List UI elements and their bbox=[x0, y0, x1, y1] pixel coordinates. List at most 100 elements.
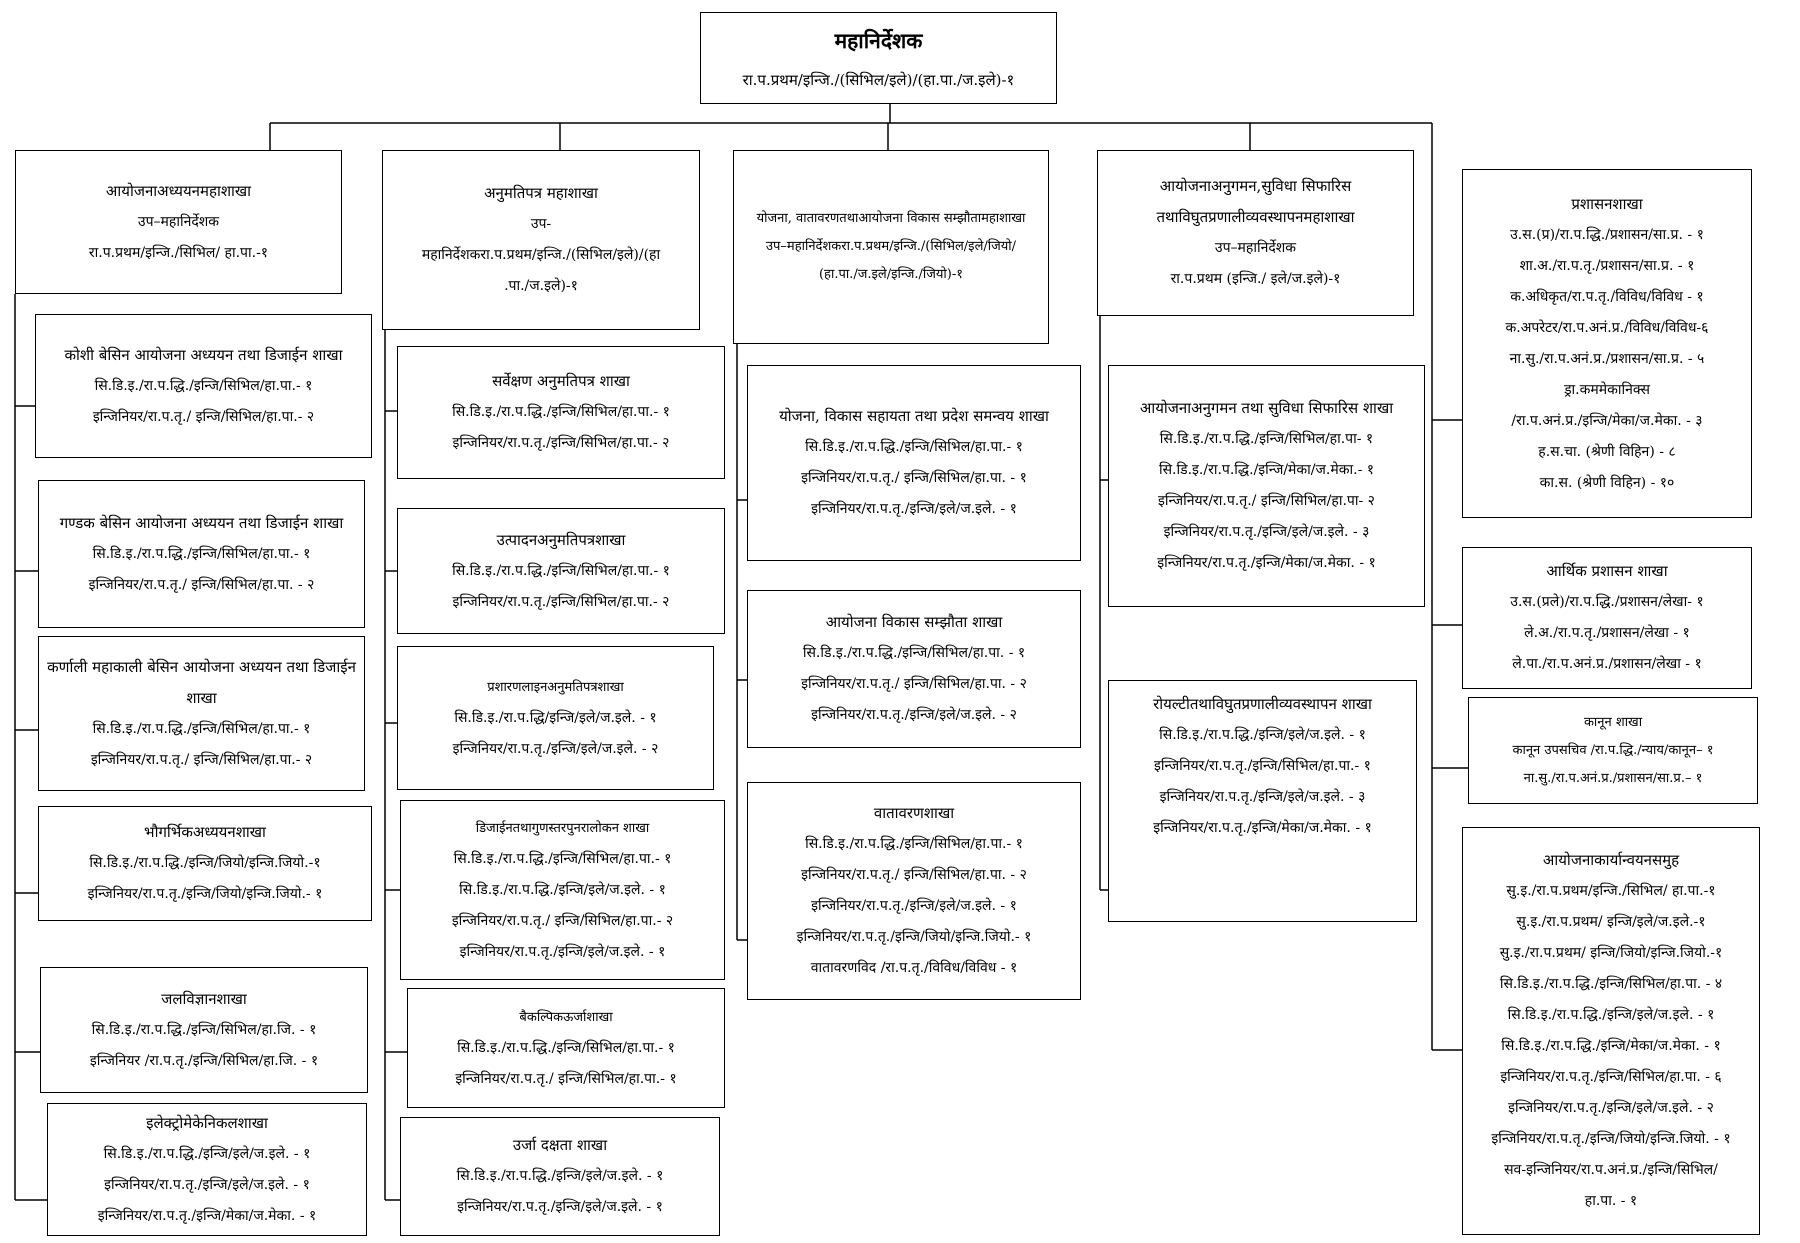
branch-line: उ.स.(प्र)/रा.प.द्धि./प्रशासन/सा.प्र. - १ bbox=[1510, 226, 1704, 243]
branch-line: सु.इ./रा.प.प्रथम/ इन्जि/इले/ज.इले.-१ bbox=[1516, 914, 1706, 930]
branch-line: सि.डि.इ./रा.प.द्धि./इन्जि/सिभिल/हा.पा- १ bbox=[1159, 431, 1374, 447]
branch-title: कोशी बेसिन आयोजना अध्ययन तथा डिजाईन शाखा bbox=[64, 345, 343, 364]
branch-line: ना.सु./रा.प.अनं.प्र./प्रशासन/सा.प्र. - ५ bbox=[1509, 350, 1705, 367]
branch-title: प्रशासनशाखा bbox=[1571, 194, 1643, 213]
branch-line: इन्जिनियर/रा.प.तृ./इन्जि/इले/ज.इले. - १ bbox=[459, 943, 666, 960]
branch-line: इन्जिनियर/रा.प.तृ./इन्जि/सिभिल/हा.पा.- १ bbox=[1154, 758, 1371, 774]
director-line: रा.प.प्रथम/इन्जि./(सिभिल/इले)/(हा.पा./ज.… bbox=[742, 71, 1015, 89]
branch-line: क.अधिकृत/रा.प.तृ./विविध/विविध - १ bbox=[1510, 288, 1704, 305]
division-title: अनुमतिपत्र महाशाखा bbox=[484, 184, 598, 202]
branch-line: सि.डि.इ./रा.प.द्धि./इन्जि/इले/ज.इले. - १ bbox=[459, 881, 666, 898]
branch-line: इन्जिनियर/रा.प.तृ./इन्जि/सिभिल/हा.पा. - … bbox=[1500, 1069, 1722, 1085]
branch-line: सि.डि.इ./रा.प.द्धि./इन्जि/जियो/इन्जि.जिय… bbox=[89, 855, 321, 871]
branch-line: सि.डि.इ./रा.प.द्धि./इन्जि/इले/ज.इले. - १ bbox=[456, 1168, 664, 1184]
branch-line: इन्जिनियर/रा.प.तृ./ इन्जि/सिभिल/हा.पा. -… bbox=[801, 470, 1027, 486]
branch-title: उर्जा दक्षता शाखा bbox=[512, 1136, 608, 1154]
branch-line: शा.अ./रा.प.तृ./प्रशासन/सा.प्र. - १ bbox=[1519, 257, 1695, 274]
branch-box: रोयल्टीतथाविघुतप्रणालीव्यवस्थापन शाखा सि… bbox=[1108, 680, 1417, 922]
branch-line: क.अपरेटर/रा.प.अनं.प्र./विविध/विविध-६ bbox=[1505, 319, 1709, 336]
branch-line: वातावरणविद /रा.प.तृ./विविध/विविध - १ bbox=[810, 960, 1018, 976]
branch-title: आयोजनाकार्यान्वयनसमुह bbox=[1542, 851, 1680, 869]
branch-box: आयोजनाअनुगमन तथा सुविधा सिफारिस शाखा सि.… bbox=[1108, 365, 1425, 607]
branch-box: आयोजना विकास सम्झौता शाखा सि.डि.इ./रा.प.… bbox=[747, 590, 1081, 748]
division-line: उप–महानिर्देशक bbox=[1214, 240, 1297, 256]
branch-line: इन्जिनियर/रा.प.तृ./ इन्जि/सिभिल/हा.पा. -… bbox=[88, 576, 315, 593]
division-box: आयोजनाअनुगमन,सुविधा सिफारिस तथाविघुतप्रण… bbox=[1097, 150, 1414, 316]
branch-line: इन्जिनियर/रा.प.तृ./ इन्जि/सिभिल/हा.पा.- … bbox=[92, 408, 315, 425]
branch-line: सि.डि.इ./रा.प.द्धि/इन्जि/इले/ज.इले. - १ bbox=[454, 709, 657, 726]
branch-title: भौगर्भिकअध्ययनशाखा bbox=[144, 823, 266, 841]
branch-line: हा.पा. - १ bbox=[1584, 1193, 1638, 1209]
branch-box: कर्णाली महाकाली बेसिन आयोजना अध्ययन तथा … bbox=[38, 636, 365, 791]
branch-line: सि.डि.इ./रा.प.द्धि./इन्जि/इले/ज.इले. - १ bbox=[1507, 1007, 1715, 1023]
director-box: महानिर्देशक रा.प.प्रथम/इन्जि./(सिभिल/इले… bbox=[700, 12, 1057, 104]
branch-line: उ.स.(प्रले)/रा.प.द्धि./प्रशासन/लेखा- १ bbox=[1510, 594, 1704, 610]
division-line: महानिर्देशकरा.प.प्रथम/इन्जि./(सिभिल/इले)… bbox=[421, 247, 661, 263]
branch-title: रोयल्टीतथाविघुतप्रणालीव्यवस्थापन शाखा bbox=[1153, 695, 1372, 713]
division-line: उप–महानिर्देशकरा.प.प्रथम/इन्जि./(सिभिल/इ… bbox=[765, 239, 1017, 254]
branch-box: गण्डक बेसिन आयोजना अध्ययन तथा डिजाईन शाख… bbox=[38, 480, 365, 628]
branch-line: सि.डि.इ./रा.प.द्धि./इन्जि/सिभिल/हा.पा. -… bbox=[802, 645, 1026, 661]
branch-title: योजना, विकास सहायता तथा प्रदेश समन्वय शा… bbox=[779, 407, 1049, 425]
branch-line: सि.डि.इ./रा.प.द्धि./इन्जि/मेका/ज.मेका. -… bbox=[1501, 1038, 1721, 1054]
branch-line: इन्जिनियर/रा.प.तृ./इन्जि/सिभिल/हा.पा.- २ bbox=[452, 435, 670, 451]
division-line: उप–महानिर्देशक bbox=[137, 213, 220, 230]
branch-line: इन्जिनियर /रा.प.तृ./इन्जि/सिभिल/हा.जि. -… bbox=[89, 1052, 319, 1069]
branch-line: सि.डि.इ./रा.प.द्धि./इन्जि/सिभिल/हा.पा.- … bbox=[92, 720, 311, 737]
branch-line: इन्जिनियर/रा.प.तृ./ इन्जि/सिभिल/हा.पा. -… bbox=[801, 676, 1027, 692]
branch-line: इन्जिनियर/रा.प.तृ./इन्जि/इले/ज.इले. - ३ bbox=[1159, 789, 1366, 805]
branch-line: इन्जिनियर/रा.प.तृ./ इन्जि/सिभिल/हा.पा.- … bbox=[90, 751, 313, 768]
branch-title: जलविज्ञानशाखा bbox=[161, 989, 247, 1008]
branch-box: बैकल्पिकऊर्जाशाखा सि.डि.इ./रा.प.द्धि./इन… bbox=[407, 988, 725, 1108]
branch-line: /रा.प.अनं.प्र./इन्जि/मेका/ज.मेका. - ३ bbox=[1511, 412, 1703, 429]
branch-box: कोशी बेसिन आयोजना अध्ययन तथा डिजाईन शाखा… bbox=[35, 314, 372, 458]
branch-title: बैकल्पिकऊर्जाशाखा bbox=[519, 1009, 613, 1025]
branch-line: का.स. (श्रेणी विहिन) - १० bbox=[1539, 474, 1675, 491]
division-line: रा.प.प्रथम/इन्जि./सिभिल/ हा.पा.-१ bbox=[88, 244, 269, 261]
branch-line: सि.डि.इ./रा.प.द्धि./इन्जि/मेका/ज.मेका.- … bbox=[1158, 462, 1375, 478]
division-line: .पा./ज.इले)-१ bbox=[504, 278, 578, 294]
branch-line: ना.सु./रा.प.अनं.प्र./प्रशासन/सा.प्र.– १ bbox=[1523, 770, 1703, 786]
branch-box: भौगर्भिकअध्ययनशाखा सि.डि.इ./रा.प.द्धि./इ… bbox=[38, 806, 372, 921]
division-box: अनुमतिपत्र महाशाखा उप- महानिर्देशकरा.प.प… bbox=[382, 150, 700, 330]
division-line: उप- bbox=[530, 216, 552, 232]
branch-line: ड्रा.कममेकानिक्स bbox=[1564, 381, 1650, 398]
branch-box: जलविज्ञानशाखा सि.डि.इ./रा.प.द्धि./इन्जि/… bbox=[40, 967, 368, 1093]
branch-line: सि.डि.इ./रा.प.द्धि./इन्जि/सिभिल/हा.पा.- … bbox=[453, 850, 672, 867]
branch-title: इलेक्ट्रोमेकेनिकलशाखा bbox=[146, 1113, 268, 1132]
branch-title: आयोजना विकास सम्झौता शाखा bbox=[825, 613, 1003, 631]
branch-title: वातावरणशाखा bbox=[873, 804, 955, 822]
branch-line: इन्जिनियर/रा.प.तृ./इन्जि/इले/ज.इले. - १ bbox=[457, 1199, 663, 1215]
branch-line: इन्जिनियर/रा.प.तृ./ इन्जि/सिभिल/हा.पा.- … bbox=[455, 1070, 677, 1087]
branch-box: उर्जा दक्षता शाखा सि.डि.इ./रा.प.द्धि./इन… bbox=[400, 1117, 720, 1236]
branch-title: सर्वेक्षण अनुमतिपत्र शाखा bbox=[492, 372, 630, 390]
branch-line: इन्जिनियर/रा.प.तृ./ इन्जि/सिभिल/हा.पा- २ bbox=[1158, 493, 1375, 509]
branch-line: सव-इन्जिनियर/रा.प.अनं.प्र./इन्जि/सिभिल/ bbox=[1504, 1162, 1718, 1178]
branch-line: सि.डि.इ./रा.प.द्धि./इन्जि/इले/ज.इले. - १ bbox=[1159, 727, 1366, 743]
branch-line: ले.पा./रा.प.अनं.प्र./प्रशासन/लेखा - १ bbox=[1512, 656, 1702, 672]
branch-box: योजना, विकास सहायता तथा प्रदेश समन्वय शा… bbox=[747, 365, 1081, 561]
branch-box: आर्थिक प्रशासन शाखा उ.स.(प्रले)/रा.प.द्ध… bbox=[1462, 547, 1752, 689]
branch-line: इन्जिनियर/रा.प.तृ./इन्जि/मेका/ज.मेका. - … bbox=[1153, 820, 1372, 836]
division-line: रा.प.प्रथम (इन्जि./ इले/ज.इले)-१ bbox=[1170, 271, 1341, 287]
branch-line: इन्जिनियर/रा.प.तृ./इन्जि/इले/ज.इले. - ३ bbox=[1163, 524, 1370, 540]
branch-box: आयोजनाकार्यान्वयनसमुह सु.इ./रा.प.प्रथम/इ… bbox=[1462, 827, 1760, 1235]
branch-line: सु.इ./रा.प.प्रथम/इन्जि./सिभिल/ हा.पा.-१ bbox=[1506, 883, 1716, 899]
branch-box: प्रशारणलाइनअनुमतिपत्रशाखा सि.डि.इ./रा.प.… bbox=[397, 646, 714, 790]
branch-title: उत्पादनअनुमतिपत्रशाखा bbox=[496, 530, 626, 549]
branch-box: सर्वेक्षण अनुमतिपत्र शाखा सि.डि.इ./रा.प.… bbox=[397, 346, 725, 479]
branch-line: सि.डि.इ./रा.प.द्धि./इन्जि/सिभिल/हा.पा.- … bbox=[92, 545, 311, 562]
branch-line: सु.इ./रा.प.प्रथम/ इन्जि/जियो/इन्जि.जियो.… bbox=[1499, 945, 1723, 961]
division-title: योजना, वातावरणतथाआयोजना विकास सम्झौतामहा… bbox=[756, 211, 1026, 226]
branch-line: इन्जिनियर/रा.प.तृ./ इन्जि/सिभिल/हा.पा.- … bbox=[451, 912, 674, 929]
branch-line: इन्जिनियर/रा.प.तृ./इन्जि/मेका/ज.मेका. - … bbox=[97, 1207, 317, 1224]
branch-box: उत्पादनअनुमतिपत्रशाखा सि.डि.इ./रा.प.द्धि… bbox=[397, 508, 725, 634]
branch-line: इन्जिनियर/रा.प.तृ./इन्जि/जियो/इन्जि.जियो… bbox=[796, 929, 1032, 945]
branch-title: गण्डक बेसिन आयोजना अध्ययन तथा डिजाईन शाख… bbox=[59, 513, 344, 532]
branch-line: ले.अ./रा.प.तृ./प्रशासन/लेखा - १ bbox=[1524, 625, 1690, 641]
branch-line: सि.डि.इ./रा.प.द्धि./इन्जि/इले/ज.इले. - १ bbox=[103, 1145, 311, 1162]
branch-line: कानून उपसचिव /रा.प.द्धि./न्याय/कानून– १ bbox=[1512, 742, 1714, 758]
branch-line: इन्जिनियर/रा.प.तृ./इन्जि/मेका/ज.मेका. - … bbox=[1157, 555, 1376, 571]
branch-box: कानून शाखा कानून उपसचिव /रा.प.द्धि./न्या… bbox=[1468, 697, 1758, 804]
